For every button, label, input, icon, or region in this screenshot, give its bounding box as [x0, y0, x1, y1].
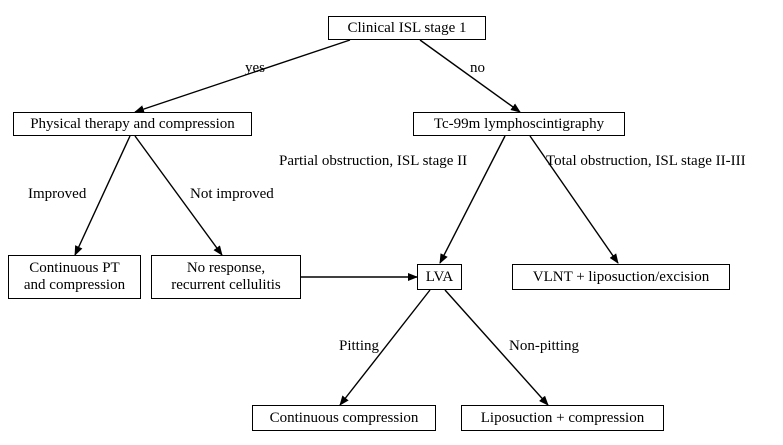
node-clinical-isl-stage-1: Clinical ISL stage 1 [328, 16, 486, 40]
node-continuous-compression-text: Continuous compression [269, 409, 419, 426]
node-continuous-pt-line2: and compression [23, 277, 126, 293]
node-vlnt-text: VLNT + liposuction/excision [532, 268, 710, 285]
node-liposuction-compression: Liposuction + compression [461, 405, 664, 431]
arrow-lva-to-lipo-compression [444, 289, 549, 406]
node-liposuction-compression-text: Liposuction + compression [480, 409, 645, 426]
edge-label-improved: Improved [28, 186, 87, 202]
edge-label-no: no [470, 60, 485, 76]
arrow-stage1-to-physical [134, 39, 351, 113]
edge-label-yes: yes [245, 60, 265, 76]
node-physical-therapy-text: Physical therapy and compression [30, 115, 235, 132]
node-lymphoscintigraphy-text: Tc-99m lymphoscintigraphy [433, 115, 605, 132]
edge-label-partial-obstruction: Partial obstruction, ISL stage II [279, 153, 468, 169]
edge-label-non-pitting: Non-pitting [509, 338, 579, 354]
node-continuous-compression: Continuous compression [252, 405, 436, 431]
node-continuous-pt: Continuous PT and compression [8, 255, 141, 299]
node-lva: LVA [417, 264, 462, 290]
arrow-lympho-to-vlnt [529, 135, 619, 264]
arrow-lympho-to-lva [439, 135, 506, 264]
node-lymphoscintigraphy: Tc-99m lymphoscintigraphy [413, 112, 625, 136]
node-vlnt: VLNT + liposuction/excision [512, 264, 730, 290]
node-lva-text: LVA [425, 268, 454, 285]
arrow-physical-to-no-response [134, 135, 223, 256]
node-no-response-line1: No response, [186, 260, 266, 276]
edge-label-total-obstruction: Total obstruction, ISL stage II-III [546, 153, 746, 169]
arrow-stage1-to-lympho [419, 39, 521, 113]
node-no-response: No response, recurrent cellulitis [151, 255, 301, 299]
edge-label-pitting: Pitting [339, 338, 380, 354]
arrow-physical-to-continuous-pt [74, 135, 131, 256]
arrow-lva-to-cont-compression [339, 289, 431, 406]
node-continuous-pt-line1: Continuous PT [29, 260, 120, 276]
node-no-response-line2: recurrent cellulitis [171, 277, 281, 293]
edge-label-not-improved: Not improved [190, 186, 274, 202]
node-clinical-isl-stage-1-text: Clinical ISL stage 1 [347, 19, 467, 36]
node-physical-therapy: Physical therapy and compression [13, 112, 252, 136]
